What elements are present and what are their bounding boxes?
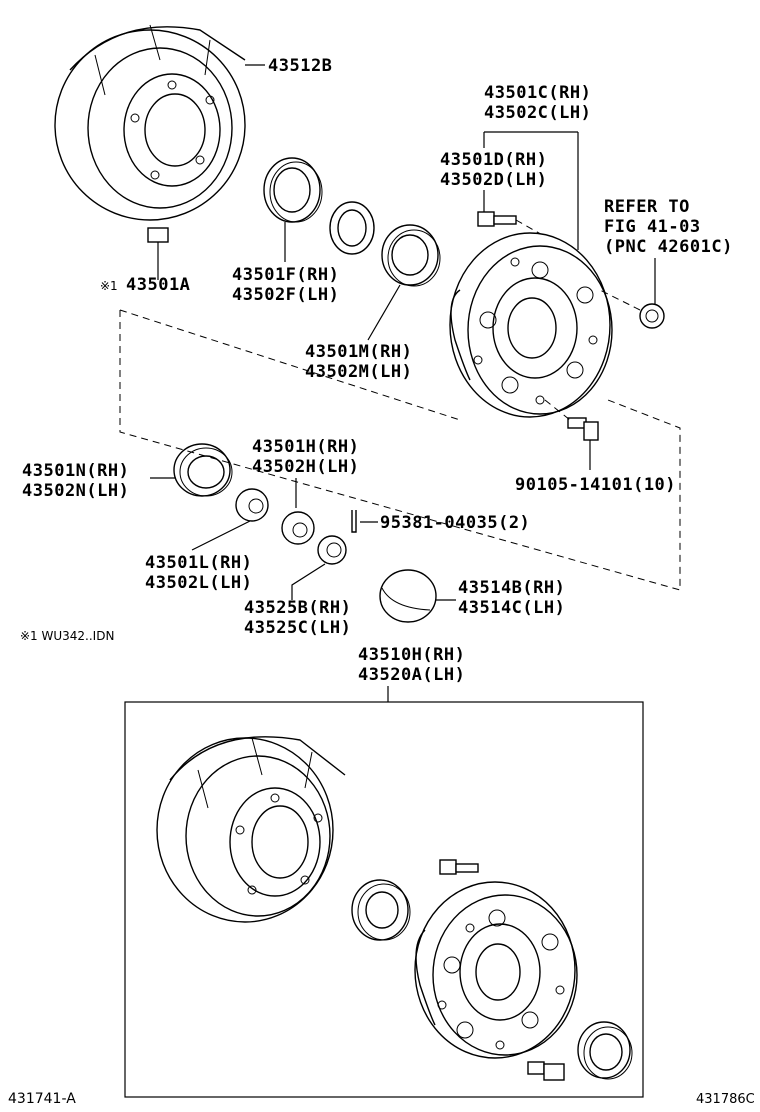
- wheel-nut-part[interactable]: [639, 303, 665, 329]
- nut-part-number-rh: 43525B(RH): [244, 598, 351, 618]
- drum-part-number: 43512B: [268, 56, 332, 76]
- bearing-m-part-number-rh: 43501M(RH): [305, 342, 412, 362]
- refer-note-line2: FIG 41-03: [604, 217, 701, 237]
- inner-bearing-part[interactable]: [173, 443, 233, 497]
- bearing-n-part-number-rh: 43501N(RH): [22, 461, 129, 481]
- bearing-n-part-number-lh: 43502N(LH): [22, 481, 129, 501]
- adjusting-nut-part[interactable]: [281, 511, 315, 545]
- refer-note-line3: (PNC 42601C): [604, 237, 733, 257]
- sticker-part[interactable]: [147, 227, 169, 243]
- bearing-race-part[interactable]: [329, 201, 375, 255]
- stud-part-number-lh: 43502D(LH): [440, 170, 547, 190]
- seal-part-number-lh: 43502F(LH): [232, 285, 339, 305]
- assembly-part-number-lh: 43520A(LH): [358, 665, 465, 685]
- seal-part-number-rh: 43501F(RH): [232, 265, 339, 285]
- hub-part-number-lh: 43502C(LH): [484, 103, 591, 123]
- refer-note-line1: REFER TO: [604, 197, 690, 217]
- stud-part-number-rh: 43501D(RH): [440, 150, 547, 170]
- washer-l-part-number-rh: 43501L(RH): [145, 553, 252, 573]
- assembly-hub-part[interactable]: [414, 881, 578, 1059]
- cap-part-number-rh: 43514B(RH): [458, 578, 565, 598]
- assembly-bearing-part[interactable]: [351, 879, 411, 941]
- sticker-part-number: 43501A: [126, 275, 190, 295]
- hub-stud-part[interactable]: [477, 211, 517, 227]
- axle-hub-part[interactable]: [449, 232, 613, 418]
- assembly-bolt-part[interactable]: [527, 1061, 565, 1081]
- figure-code-right: 431786C: [696, 1092, 755, 1107]
- cap-part-number-lh: 43514C(LH): [458, 598, 565, 618]
- outer-bearing-part[interactable]: [381, 224, 441, 287]
- assembly-box: [124, 701, 644, 1098]
- grease-cap-part[interactable]: [379, 569, 437, 623]
- nut-part-number-lh: 43525C(LH): [244, 618, 351, 638]
- brake-drum-part[interactable]: [54, 24, 246, 221]
- washer-h-part-number-lh: 43502H(LH): [252, 457, 359, 477]
- hub-bolt-part[interactable]: [567, 417, 599, 441]
- sticker-mark: ※1: [100, 279, 118, 293]
- assembly-inner-bearing-part[interactable]: [577, 1021, 633, 1080]
- lock-nut-part[interactable]: [317, 535, 347, 565]
- assembly-drum-part[interactable]: [156, 736, 346, 923]
- footnote: ※1 WU342..IDN: [20, 629, 114, 643]
- cotter-part-number: 95381-04035(2): [380, 513, 530, 533]
- assembly-part-number-rh: 43510H(RH): [358, 645, 465, 665]
- hub-part-number-rh: 43501C(RH): [484, 83, 591, 103]
- washer-h-part-number-rh: 43501H(RH): [252, 437, 359, 457]
- assembly-stud-part[interactable]: [439, 859, 479, 875]
- washer-l-part-number-lh: 43502L(LH): [145, 573, 252, 593]
- thrust-washer-part[interactable]: [235, 488, 269, 522]
- bearing-m-part-number-lh: 43502M(LH): [305, 362, 412, 382]
- oil-seal-part[interactable]: [263, 157, 323, 223]
- bolt-part-number: 90105-14101(10): [515, 475, 676, 495]
- cotter-pin-part[interactable]: [351, 510, 357, 533]
- figure-code-left: 431741-A: [8, 1091, 76, 1107]
